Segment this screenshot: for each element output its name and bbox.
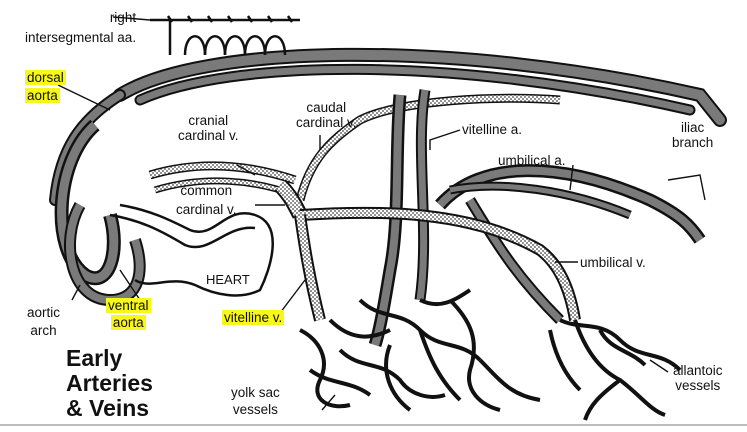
heart-outline <box>109 203 274 297</box>
label-iliac: iliac <box>681 120 705 135</box>
label-umbilical-v: umbilical v. <box>580 255 646 270</box>
label-dorsal-aorta: dorsal aorta <box>25 70 66 103</box>
label-branch: branch <box>672 135 714 150</box>
caudal-cardinal-vein <box>295 93 561 202</box>
label-ventral-aorta: ventral aorta <box>106 298 151 330</box>
label-yolk-sac-vessels-word: vessels <box>232 402 278 417</box>
title-line-3: & Veins <box>66 395 150 421</box>
label-caudal-cardinal: caudal cardinal v. <box>296 100 357 130</box>
label-yolk-sac-vessels: yolk sac vessels <box>231 385 280 417</box>
label-umbilical-a: umbilical a. <box>498 153 566 168</box>
label-right-intersegmental: right intersegmental aa. <box>25 10 137 45</box>
allantoic-network <box>548 318 682 421</box>
label-common-cardinal-v: cardinal v. <box>176 202 237 217</box>
label-vitelline-v-text: vitelline v. <box>222 310 285 325</box>
label-vitelline-v: vitelline v. <box>222 310 285 325</box>
aortic-arches <box>54 119 146 307</box>
label-aortic: aortic <box>27 305 61 320</box>
label-ventral: ventral <box>106 298 151 313</box>
label-yolk-sac: yolk sac <box>231 385 280 400</box>
label-cranial: cranial <box>188 113 229 128</box>
umbilical-vein <box>299 206 581 322</box>
diagram-title: Early Arteries & Veins <box>66 346 153 421</box>
label-vitelline-a: vitelline a. <box>462 122 523 137</box>
label-aortic-arch: aortic arch <box>27 305 60 338</box>
label-common: common <box>180 183 233 198</box>
title-line-1: Early <box>66 345 123 371</box>
label-caudal: caudal <box>306 100 347 115</box>
label-ventral-aorta-word: aorta <box>110 315 146 330</box>
label-iliac-branch: iliac branch <box>672 120 713 150</box>
label-right: right <box>109 10 137 25</box>
common-cardinal-vein <box>274 179 308 219</box>
title-line-2: Arteries <box>66 370 153 396</box>
yolk-sac-network <box>299 288 541 412</box>
label-dorsal: dorsal <box>25 70 66 85</box>
label-heart: HEART <box>206 272 250 287</box>
label-allantoic-vessels-word: vessels <box>675 378 721 393</box>
label-intersegmental: intersegmental aa. <box>25 30 137 45</box>
dorsal-aorta-vessel <box>49 47 727 206</box>
bottom-divider <box>0 424 747 426</box>
label-cranial-cardinal: cranial cardinal v. <box>178 113 239 143</box>
label-caudal-cardinal-v: cardinal v. <box>296 115 357 130</box>
label-arch: arch <box>30 323 57 338</box>
label-aorta: aorta <box>25 88 60 103</box>
leader-lines <box>57 16 706 411</box>
label-allantoic-vessels: allantoic vessels <box>673 363 723 393</box>
vitelline-vein <box>294 214 326 322</box>
vitelline-artery <box>368 89 431 348</box>
label-allantoic: allantoic <box>673 363 723 378</box>
label-cranial-cardinal-v: cardinal v. <box>178 128 239 143</box>
label-common-cardinal: common cardinal v. <box>176 183 237 217</box>
umbilical-artery <box>435 164 706 324</box>
intersegmental-arteries <box>150 15 300 56</box>
